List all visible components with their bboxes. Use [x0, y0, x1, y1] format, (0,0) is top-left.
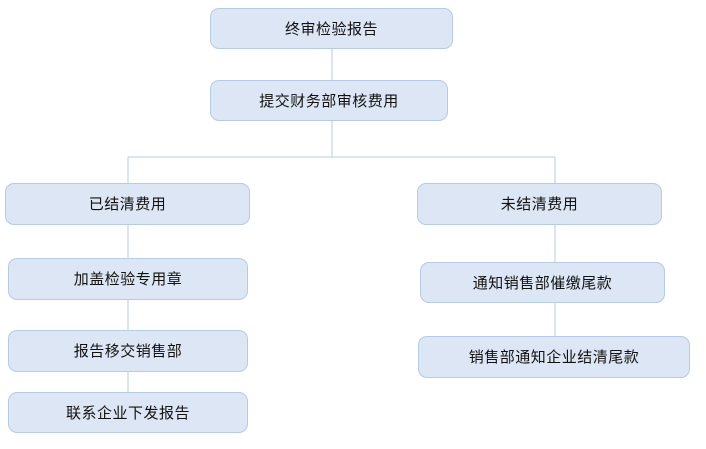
flow-node-n8[interactable]: 通知销售部催缴尾款 — [420, 262, 665, 303]
flow-node-label: 终审检验报告 — [284, 19, 378, 38]
flow-node-label: 联系企业下发报告 — [65, 403, 190, 422]
flow-node-n7[interactable]: 未结清费用 — [417, 183, 662, 225]
flow-node-label: 加盖检验专用章 — [73, 270, 183, 288]
flow-node-n6[interactable]: 联系企业下发报告 — [8, 392, 248, 433]
flow-node-label: 已结清费用 — [88, 195, 167, 213]
flow-node-label: 销售部通知企业结清尾款 — [468, 348, 640, 366]
flow-node-n5[interactable]: 报告移交销售部 — [8, 330, 248, 372]
flow-node-n3[interactable]: 已结清费用 — [5, 183, 250, 225]
flow-node-n1[interactable]: 终审检验报告 — [210, 8, 453, 49]
flow-node-label: 未结清费用 — [500, 195, 579, 213]
flow-node-n2[interactable]: 提交财务部审核费用 — [210, 80, 448, 121]
flow-node-label: 提交财务部审核费用 — [259, 91, 399, 110]
flow-node-label: 报告移交销售部 — [73, 342, 183, 360]
flow-node-n4[interactable]: 加盖检验专用章 — [8, 258, 248, 300]
flow-node-n9[interactable]: 销售部通知企业结清尾款 — [418, 336, 690, 378]
flow-node-label: 通知销售部催缴尾款 — [472, 273, 613, 292]
